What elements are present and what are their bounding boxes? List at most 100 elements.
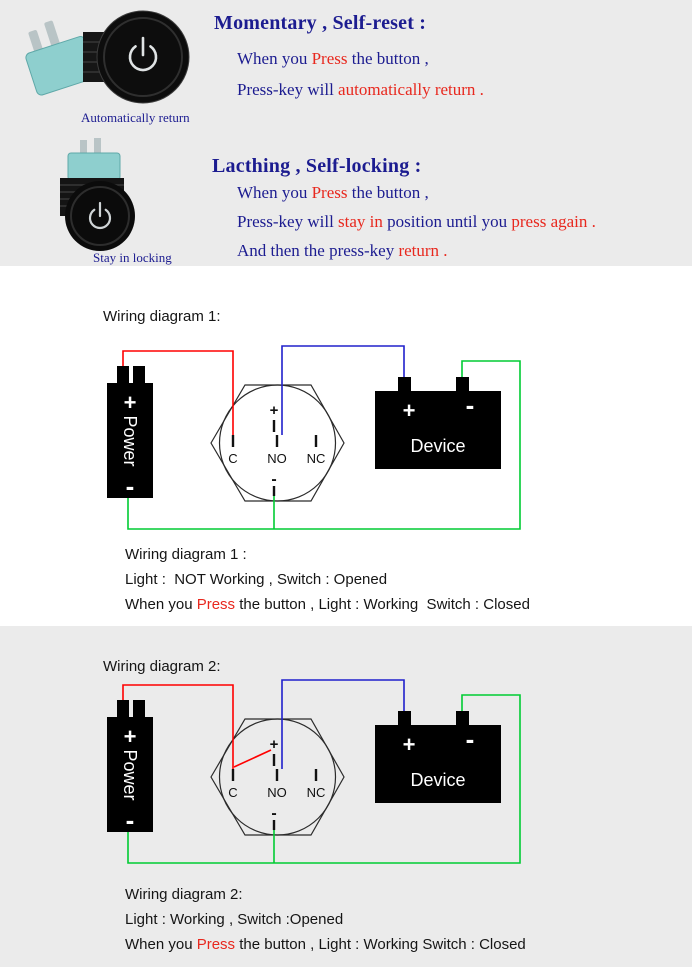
text-fragment-red: Press [311, 49, 348, 68]
power-plus-label: + [124, 724, 137, 749]
text-fragment-red: Press [196, 596, 236, 613]
switch-pin [94, 138, 101, 153]
power-pin [117, 366, 129, 384]
latching-button-photo [30, 138, 170, 252]
wiring-diagram-1-schematic: + Power - + C NO NC - + - Device [107, 345, 521, 530]
latching-photo-caption: Stay in locking [93, 250, 172, 265]
green-wire [127, 360, 521, 530]
switch-pin [44, 20, 60, 48]
power-minus-label: - [126, 471, 135, 501]
switch-pin [80, 140, 87, 155]
device-minus-label: - [466, 390, 475, 420]
wiring-diagram-1-heading: Wiring diagram 1: [103, 308, 221, 325]
device-pin [456, 711, 469, 726]
text-fragment: Press-key will [237, 80, 339, 99]
switch-circle [218, 718, 337, 836]
switch-plus-label: + [270, 402, 279, 419]
power-label: Power [120, 749, 140, 800]
text-fragment-red: automatically return . [338, 80, 484, 99]
button-inner-ring [70, 186, 130, 246]
text-fragment: the button , [347, 49, 429, 68]
power-box [107, 383, 153, 498]
switch-c-label: C [228, 785, 237, 800]
red-jumper-wire [233, 749, 272, 768]
switch-plus-label: + [270, 736, 279, 753]
text-fragment: the button , Light : Working Switch : Cl… [235, 596, 530, 613]
switch-teal-housing [67, 152, 121, 181]
latching-line2: Press-key will stay in position until yo… [237, 212, 596, 232]
wiring-diagram-2-caption-title: Wiring diagram 2: [125, 886, 243, 903]
blue-wire [281, 679, 405, 769]
switch-no-label: NO [267, 785, 287, 800]
text-fragment-red: Press [311, 183, 348, 202]
text-fragment: And then the press-key [237, 241, 399, 260]
text-fragment-red: stay in [338, 212, 383, 231]
power-symbol-icon [128, 36, 158, 72]
device-pin [456, 377, 469, 392]
text-fragment-red: return . [398, 241, 448, 260]
momentary-photo-caption: Automatically return [81, 110, 190, 125]
wiring-diagram-1-caption-line2: When you Press the button , Light : Work… [125, 596, 530, 613]
red-wire [122, 684, 234, 769]
switch-nc-label: NC [307, 451, 326, 466]
text-fragment: When you [237, 183, 312, 202]
switch-symbol [210, 718, 345, 836]
power-pin [117, 700, 129, 718]
device-label: Device [410, 436, 465, 456]
device-minus-label: - [466, 724, 475, 754]
device-box [375, 391, 501, 469]
device-box [375, 725, 501, 803]
power-plus-label: + [124, 390, 137, 415]
green-wire [127, 694, 521, 864]
latching-line1: When you Press the button , [237, 183, 429, 203]
device-plus-label: + [403, 398, 416, 423]
text-fragment-red: Press [196, 936, 236, 953]
switch-c-label: C [228, 451, 237, 466]
wiring-diagram-1-caption-title: Wiring diagram 1 : [125, 546, 247, 563]
switch-no-label: NO [267, 451, 287, 466]
power-minus-label: - [126, 805, 135, 835]
momentary-title: Momentary , Self-reset : [214, 12, 427, 34]
device-pin [398, 711, 411, 726]
text-fragment: the button , [347, 183, 429, 202]
switch-hexagon [210, 718, 345, 836]
latching-title: Lacthing , Self-locking : [212, 155, 422, 177]
switch-terminals: + C NO NC - [228, 402, 325, 496]
switch-hexagon [210, 384, 345, 502]
wiring-diagram-2-schematic: + Power - + C NO NC - + - Device [107, 679, 521, 864]
device: + - Device [375, 711, 501, 803]
latching-line3: And then the press-key return . [237, 241, 448, 261]
device-plus-label: + [403, 732, 416, 757]
text-fragment: When you [125, 596, 197, 613]
power-supply: + Power - [107, 700, 153, 835]
red-wire [122, 350, 234, 435]
device-label: Device [410, 770, 465, 790]
wiring-diagram-2-heading: Wiring diagram 2: [103, 658, 221, 675]
blue-wire [281, 345, 405, 435]
switch-nc-label: NC [307, 785, 326, 800]
power-pin [133, 700, 145, 718]
wiring-diagram-2-caption-line2: When you Press the button , Light : Work… [125, 936, 526, 953]
power-pin [133, 366, 145, 384]
button-face [97, 11, 189, 103]
power-symbol-icon [88, 201, 112, 230]
momentary-button-photo [25, 4, 200, 110]
power-label: Power [120, 415, 140, 466]
switch-circle [218, 384, 337, 502]
power-box [107, 717, 153, 832]
device: + - Device [375, 377, 501, 469]
text-fragment: Press-key will [237, 212, 339, 231]
text-fragment-red: press again . [511, 212, 596, 231]
switch-terminals: + C NO NC - [228, 736, 325, 830]
text-fragment: position until you [382, 212, 512, 231]
momentary-line1: When you Press the button , [237, 49, 429, 69]
switch-symbol [210, 384, 345, 502]
switch-connector-body [25, 20, 97, 96]
momentary-button-illustration [25, 10, 190, 104]
switch-minus-label: - [271, 471, 276, 488]
text-fragment: When you [237, 49, 312, 68]
button-inner-ring [103, 17, 183, 97]
wiring-diagram-1-caption-line1: Light : NOT Working , Switch : Opened [125, 571, 388, 588]
device-pin [398, 377, 411, 392]
